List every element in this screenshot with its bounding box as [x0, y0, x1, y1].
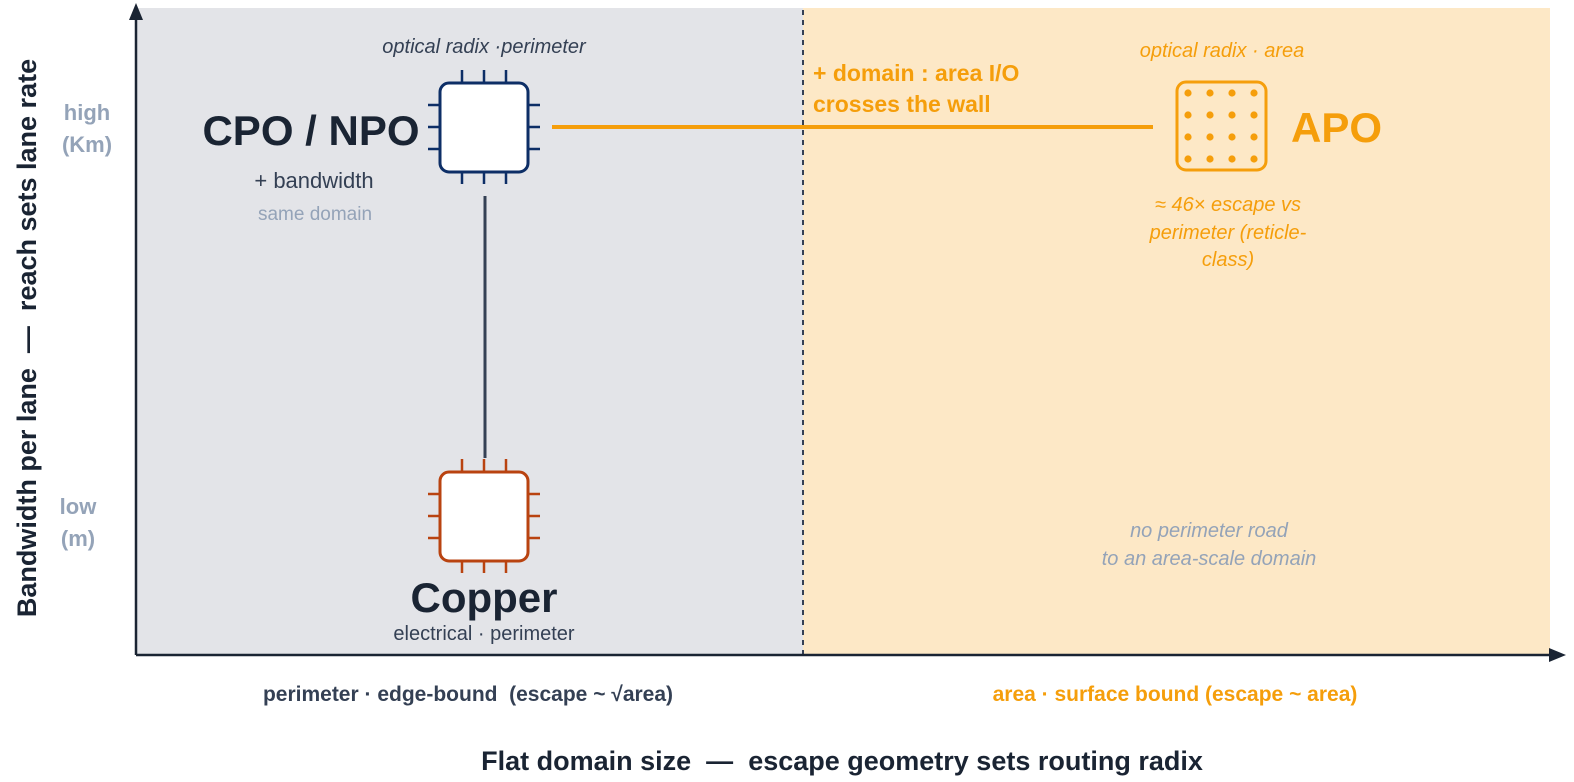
x-axis-title: Flat domain size — escape geometry sets …: [481, 746, 1203, 776]
apo-area-pin-dot: [1250, 111, 1258, 119]
y-level-low-label: low: [60, 494, 98, 519]
no-perimeter-road-note-line2: to an area-scale domain: [1102, 548, 1317, 570]
copper-title: Copper: [411, 574, 558, 621]
apo-area-pin-dot: [1250, 133, 1258, 141]
apo-caption: optical radix · area: [1140, 40, 1305, 62]
domain-link-label-line2: crosses the wall: [813, 91, 991, 117]
cpo-npo-title: CPO / NPO: [202, 107, 419, 154]
y-axis-title: Bandwidth per lane — reach sets lane rat…: [12, 59, 42, 617]
domain-link-label: + domain : area I/O: [813, 60, 1019, 86]
y-level-low-unit: (m): [61, 526, 95, 551]
copper-caption: electrical · perimeter: [393, 623, 575, 645]
no-perimeter-road-note: no perimeter road: [1130, 520, 1289, 542]
cpo-bandwidth-label: + bandwidth: [254, 168, 373, 193]
apo-area-pin-dot: [1228, 111, 1236, 119]
apo-area-pin-dot: [1184, 133, 1192, 141]
apo-area-pin-dot: [1228, 89, 1236, 97]
electrical-chip-perimeter-icon: [428, 459, 540, 573]
apo-area-pin-dot: [1206, 111, 1214, 119]
apo-area-pin-dot: [1184, 89, 1192, 97]
apo-area-pin-dot: [1228, 133, 1236, 141]
apo-title: APO: [1291, 104, 1382, 151]
optical-chip-area-icon: [1175, 80, 1268, 172]
y-axis-arrow-icon: [129, 3, 143, 20]
apo-area-pin-dot: [1184, 155, 1192, 163]
apo-escape-note-line3: class): [1202, 249, 1254, 271]
optical-chip-perimeter-icon: [428, 70, 540, 184]
x-axis-arrow-icon: [1549, 648, 1566, 662]
apo-area-pin-dot: [1250, 89, 1258, 97]
apo-area-pin-dot: [1184, 111, 1192, 119]
apo-escape-note: ≈ 46× escape vs: [1155, 194, 1301, 216]
x-perimeter-label: perimeter · edge-bound (escape ~ √area): [263, 683, 673, 706]
y-level-high-label: high: [64, 100, 110, 125]
cpo-same-domain-note: same domain: [258, 204, 372, 225]
apo-area-pin-dot: [1250, 155, 1258, 163]
apo-area-pin-dot: [1206, 89, 1214, 97]
apo-area-pin-dot: [1228, 155, 1236, 163]
y-level-high-unit: (Km): [62, 132, 112, 157]
apo-area-pin-dot: [1206, 133, 1214, 141]
cpo-caption: optical radix ·perimeter: [382, 36, 587, 58]
x-area-label: area · surface bound (escape ~ area): [993, 683, 1358, 706]
apo-area-pin-dot: [1206, 155, 1214, 163]
apo-escape-note-line2: perimeter (reticle-: [1149, 222, 1307, 244]
